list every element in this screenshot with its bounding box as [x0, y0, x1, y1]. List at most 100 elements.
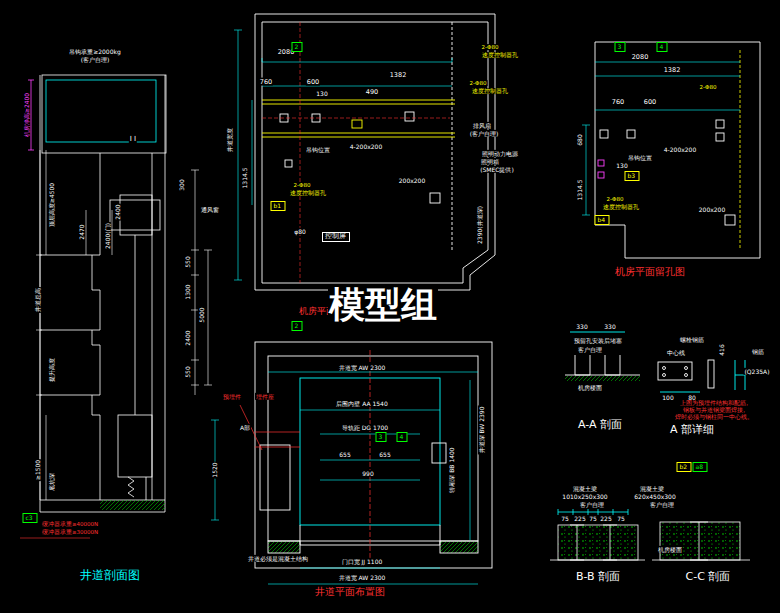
annotation: 焊时必须与钢柱同一中心线。	[674, 414, 754, 420]
annotation-anchor: 速度控制器孔	[289, 191, 327, 197]
annotation: 井道必须是混凝土结构	[247, 555, 309, 562]
annotation-anchor: 后围内壁 AA 1540	[335, 401, 388, 407]
annotation-anchor: φ80	[293, 229, 307, 235]
annotation: 导轨距 DG 1700	[341, 424, 389, 431]
callout-text: 2	[295, 43, 299, 50]
dimension-text: 416	[718, 343, 725, 356]
annotation: 2080	[631, 53, 650, 61]
annotation: 速度控制器孔	[481, 52, 519, 58]
annotation: 照明箱	[480, 158, 500, 165]
dimension-text-anchor: ≥1500	[35, 459, 41, 481]
annotation-anchor: 2-Φ80	[481, 45, 500, 51]
dimension-text-anchor: 1314.5	[242, 167, 248, 190]
annotation-anchor: 2080	[631, 54, 650, 61]
annotation: A部	[239, 424, 251, 431]
annotation: 2-Φ80	[606, 196, 625, 202]
dimension-text-anchor: 550	[185, 365, 191, 378]
annotation-anchor: 照明动力电源	[481, 151, 519, 157]
annotation-anchor: 655	[378, 452, 391, 458]
annotation-anchor: A部	[239, 425, 251, 431]
annotation: 2-Φ80	[293, 182, 312, 188]
annotation: 中心线	[666, 349, 686, 356]
annotation-anchor: 75	[560, 516, 570, 522]
annotation: 600	[306, 78, 320, 86]
annotation: (客户自理)	[80, 56, 111, 63]
annotation: 通风窗	[200, 206, 220, 213]
annotation-anchor: 照明箱	[480, 159, 500, 165]
annotation-anchor: 预埋件	[222, 394, 242, 400]
dimension-text: 顶层高度≥4500	[48, 182, 55, 228]
annotation-anchor: 330	[603, 324, 616, 330]
callout-text: a8	[696, 463, 704, 470]
annotation-anchor: 焊时必须与钢柱同一中心线。	[674, 415, 754, 421]
view-title-anchor: A-A 剖面	[577, 419, 623, 431]
dimension-text: 550	[184, 365, 191, 378]
annotation-anchor: 200x200	[698, 207, 726, 213]
annotation: 客户自理	[649, 501, 675, 508]
dimension-text: 底坑深	[48, 472, 55, 492]
callout-number: 3	[376, 432, 387, 442]
dimension-text: 550	[184, 255, 191, 268]
dimension-text: 1314.5	[576, 179, 583, 202]
annotation: 330	[603, 323, 616, 330]
dimension-text-anchor: 2400	[185, 329, 191, 346]
dimension-text-anchor: 5000	[199, 306, 205, 323]
annotation: 预埋件	[222, 393, 242, 400]
annotation-anchor: 井道宽 AW 2300	[338, 365, 387, 371]
annotation: 照明动力电源	[481, 150, 519, 157]
callout-number: 4	[657, 42, 668, 52]
dimension-text-anchor: 2390(井道深)	[477, 205, 483, 245]
dimension-text: 1520	[211, 461, 218, 478]
annotation-anchor: 990	[361, 471, 374, 477]
watermark: 模型组	[328, 284, 438, 325]
dimension-text: 680	[576, 133, 583, 146]
annotation-anchor: 中心线	[666, 350, 686, 356]
callout-number: a8	[693, 462, 708, 472]
annotation-anchor: 2-Φ80	[293, 183, 312, 189]
annotation: 埋件座	[255, 393, 275, 400]
annotation: φ80	[293, 228, 307, 235]
annotation-anchor: 2-Φ80	[699, 85, 718, 91]
annotation: 200x200	[698, 206, 726, 213]
annotation: 4-200x200	[349, 143, 383, 150]
box-label: 控制屏	[325, 233, 346, 241]
callout-number: b2	[677, 462, 692, 472]
dimension-text-anchor: 2470	[79, 223, 85, 240]
annotation-anchor: 排风扇	[472, 123, 492, 129]
annotation-anchor: 130	[315, 91, 328, 97]
callout-number: 4	[397, 432, 408, 442]
annotation: 客户自理	[579, 501, 605, 508]
watermark-anchor: 模型组	[328, 286, 438, 324]
dimension-text-anchor: 1520	[212, 461, 218, 478]
annotation-anchor: 225	[573, 516, 586, 522]
annotation-anchor: 吊钩位置	[627, 155, 653, 161]
annotation-anchor: 客户自理	[577, 347, 603, 353]
annotation-anchor: 钢筋	[751, 349, 765, 355]
annotation: 655	[378, 451, 391, 458]
callout-text: 3	[618, 43, 622, 50]
view-title-anchor: 井道剖面图	[79, 569, 141, 582]
annotation-anchor: 760	[611, 99, 625, 106]
callout-number: b1	[271, 201, 286, 211]
view-title: 井道剖面图	[79, 568, 141, 582]
annotation-anchor: 客户自理	[579, 502, 605, 508]
callout-text: b4	[598, 216, 606, 223]
annotation: 混凝土梁	[572, 485, 598, 492]
annotation: 井道宽 AW 2300	[338, 364, 387, 371]
view-title-anchor: A 部详细	[669, 424, 715, 436]
annotation: 缓冲器承重≥40000N	[41, 521, 99, 527]
annotation: 600	[643, 98, 657, 106]
annotation: 客户自理	[577, 346, 603, 353]
annotation-anchor: (客户自理)	[469, 131, 500, 137]
annotation: 760	[611, 98, 625, 106]
annotation-anchor: 机房楼面	[657, 547, 683, 553]
annotation: 75	[588, 515, 598, 522]
annotation-anchor: 客户自理	[649, 502, 675, 508]
dimension-text: 井道深 BW 2390	[478, 406, 485, 455]
annotation: 钢筋	[751, 348, 765, 355]
dimension-text-anchor: 680	[577, 133, 583, 146]
annotation: (客户自理)	[469, 130, 500, 137]
annotation-anchor: 缓冲器承重≥30000N	[41, 530, 99, 536]
annotation-anchor: 上图为预埋件结构和配筋,	[679, 401, 749, 407]
